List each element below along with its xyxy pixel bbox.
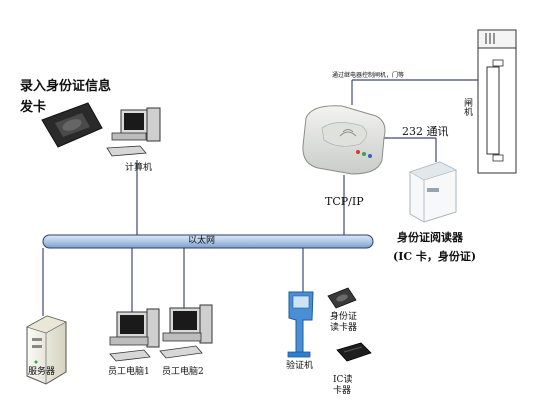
access-controller-icon	[302, 105, 386, 175]
ic-reader-label: IC读卡器	[333, 375, 353, 396]
computer-label: 计算机	[125, 163, 153, 173]
small-id-reader-icon	[327, 287, 357, 309]
server-icon	[26, 315, 67, 385]
ethernet-label: 以太网	[188, 236, 216, 246]
tcpip-label: TCP/IP	[325, 195, 364, 208]
server-label: 服务器	[28, 367, 56, 377]
id-reader-label: 身份证阅读器	[397, 231, 463, 244]
staff-pc2-icon	[159, 304, 213, 359]
relay-note-label: 通过继电器控制闸机，门等	[332, 72, 405, 79]
small-id-reader-label: 身份证读卡器	[330, 312, 358, 333]
computer-icon	[106, 107, 161, 157]
id-reader-sub-label: (IC 卡，身份证)	[393, 250, 477, 263]
enroll-id-label: 录入身份证信息	[20, 79, 112, 94]
id-reader-device-icon	[409, 161, 457, 223]
id-card-pad-icon	[41, 102, 103, 148]
issue-card-label: 发卡	[20, 100, 47, 115]
verifier-label: 验证机	[286, 361, 314, 371]
ic-reader-icon	[336, 342, 372, 362]
verifier-kiosk-icon	[287, 291, 314, 358]
ethernet-bus	[42, 234, 374, 249]
staff-pc1-icon	[109, 308, 160, 362]
comm-232-label: 232 通讯	[402, 125, 449, 138]
staff-pc2-label: 员工电脑2	[162, 367, 204, 377]
gate-icon	[477, 29, 517, 174]
staff-pc1-label: 员工电脑1	[108, 367, 150, 377]
gate-label: 闸机	[462, 98, 472, 116]
